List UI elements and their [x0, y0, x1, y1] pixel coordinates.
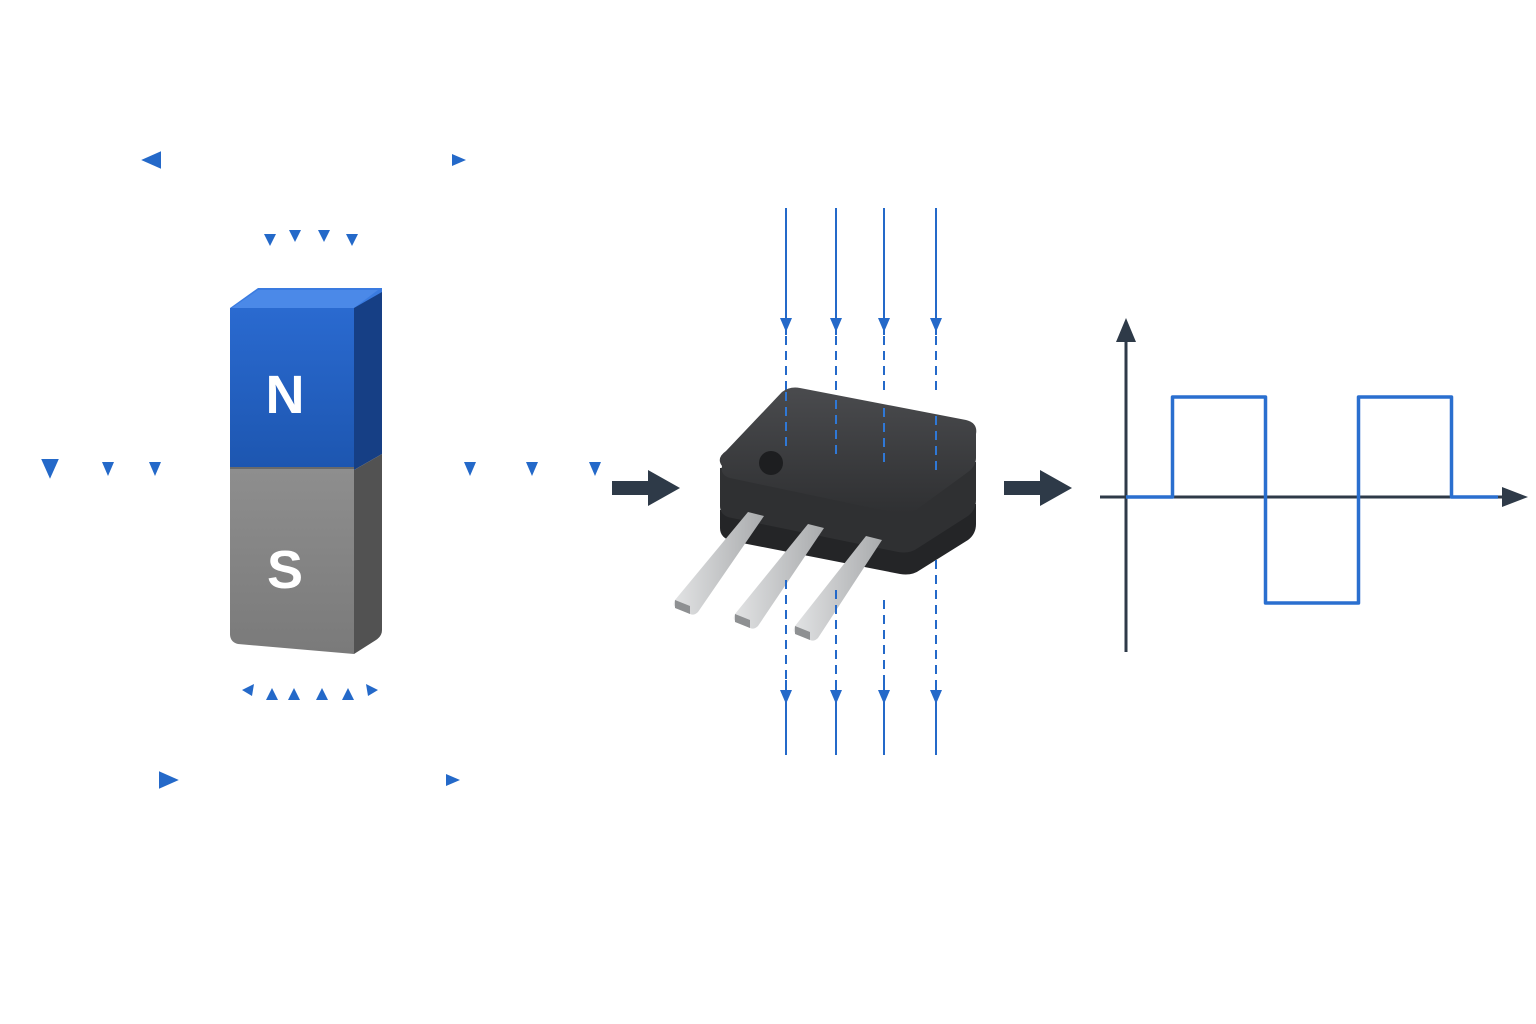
south-pole-label: S [267, 540, 303, 600]
field-arrow-icon [266, 688, 278, 700]
field-arrow-icon [589, 462, 601, 476]
x-axis-arrow-icon [1502, 487, 1528, 507]
flux-arrow-icon [878, 690, 890, 704]
magnet-north-side [354, 292, 382, 470]
sensor-pin1-dot [759, 451, 783, 475]
field-arrow-icon [264, 234, 276, 246]
field-line-bottom-1 [232, 700, 294, 788]
field-line-top-2 [322, 158, 378, 245]
field-line-bottom-2 [322, 700, 378, 788]
field-arrow-icon [526, 462, 538, 476]
y-axis-arrow-icon [1116, 318, 1136, 342]
sensor-lead-3 [793, 536, 882, 641]
magnet-south-side [354, 454, 382, 654]
flux-lines-below-sensor [780, 560, 942, 755]
sensor-lead-2-tip [735, 614, 750, 628]
field-arrow-icon [316, 688, 328, 700]
flow-arrow-shaft [1004, 481, 1042, 495]
flux-lines-through-sensor [780, 208, 942, 390]
magnet-north-front [230, 308, 354, 468]
sensor-leads [673, 512, 882, 641]
field-arrow-icon [242, 684, 254, 696]
flux-arrow-icon [830, 318, 842, 332]
flow-arrow-magnet-to-sensor [612, 470, 680, 506]
flux-arrow-icon [780, 690, 792, 704]
field-direction-arrows [44, 154, 601, 786]
field-arrow-icon [446, 774, 460, 786]
flux-arrow-icon [930, 690, 942, 704]
flow-arrow-shaft [612, 481, 650, 495]
sensor-lead-1 [673, 512, 764, 615]
flow-arrow-sensor-to-output [1004, 470, 1072, 506]
bar-magnet: N S [230, 288, 382, 654]
field-arrow-icon [366, 684, 378, 696]
field-arrow-icon [342, 688, 354, 700]
sensor-top-face [719, 387, 977, 514]
field-arrow-icon [346, 234, 358, 246]
field-arrow-icon [288, 688, 300, 700]
north-pole-label: N [266, 365, 305, 425]
sensor-lead-2 [733, 524, 824, 629]
flux-arrow-icon [878, 318, 890, 332]
square-wave-signal [1126, 395, 1498, 605]
hall-effect-sensor [673, 387, 977, 641]
flow-arrow-head-icon [648, 470, 680, 506]
field-arrow-icon [149, 462, 161, 476]
field-arrow-icon [452, 154, 466, 166]
flux-arrow-icon [930, 318, 942, 332]
sensor-lead-3-tip [795, 626, 810, 640]
flow-arrow-head-icon [1040, 470, 1072, 506]
magnet-top-face-highlight [232, 290, 378, 308]
flux-arrow-icon [780, 318, 792, 332]
field-arrow-icon [464, 462, 476, 476]
output-signal-graph [1100, 318, 1528, 652]
field-arrow-icon [318, 230, 330, 242]
field-arrow-icon [102, 462, 114, 476]
field-arrow-icon [44, 462, 56, 476]
flux-arrow-icon [830, 690, 842, 704]
field-line-top-1 [228, 158, 295, 245]
sensor-lead-1-tip [675, 600, 690, 614]
magnet-south-front [230, 468, 354, 654]
field-arrow-icon [289, 230, 301, 242]
